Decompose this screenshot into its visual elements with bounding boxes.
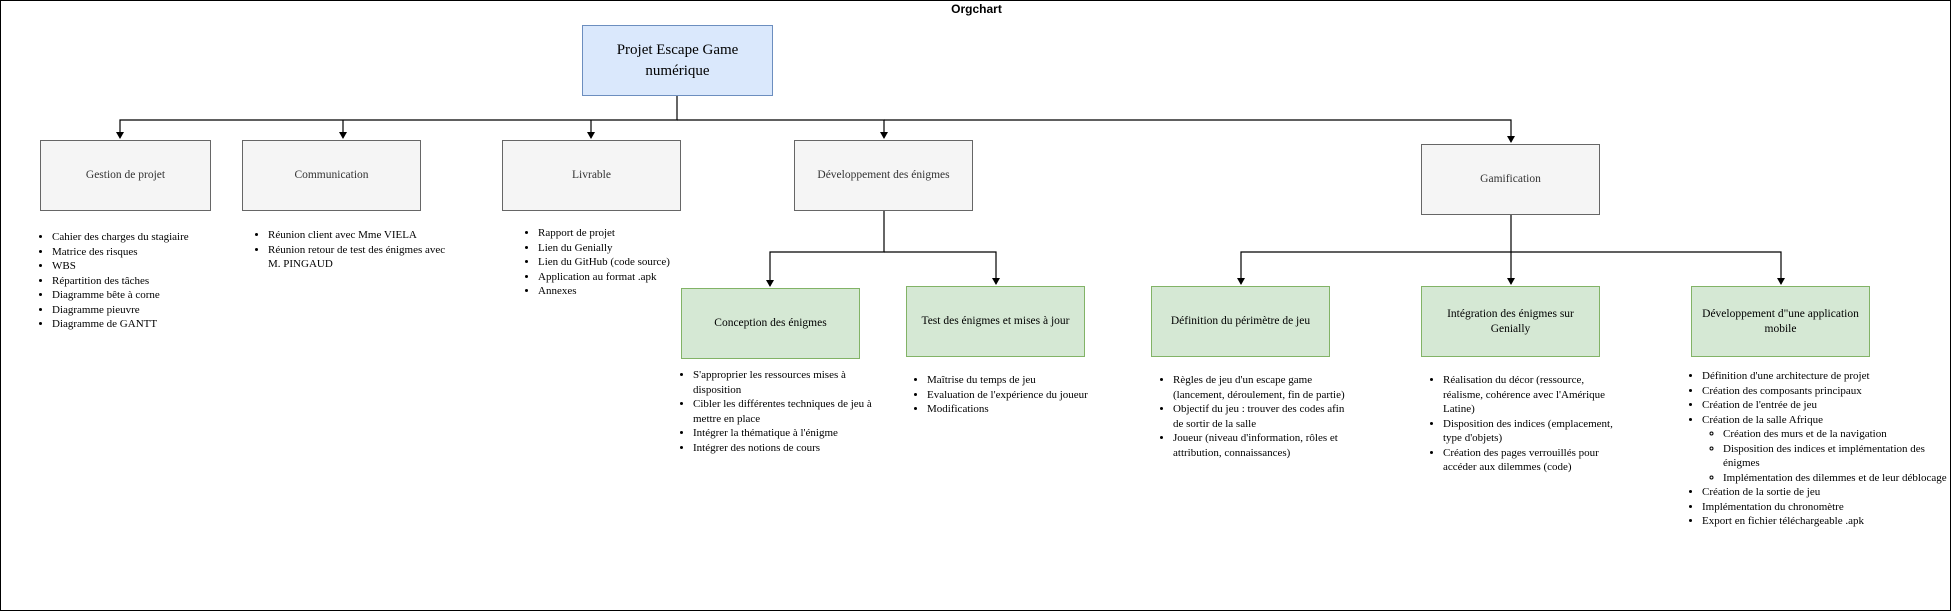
edge-gam-mobile [1511,251,1785,285]
list-item: Lien du GitHub (code source) [538,255,699,270]
node-label: Communication [294,169,369,182]
list-application-mobile: Définition d'une architecture de projet … [1683,369,1948,529]
list-integration: Réalisation du décor (ressource, réalism… [1424,373,1624,475]
node-livrable: Livrable [502,140,681,211]
list-item-with-sublist: Création de la salle Afrique Création de… [1702,413,1948,486]
list-item: Création des composants principaux [1702,384,1948,399]
sub-list-item: Disposition des indices et implémentatio… [1723,442,1948,471]
node-label: Gamification [1480,173,1541,186]
list-item: Lien du Genially [538,241,699,256]
node-label: Développement d"une application mobile [1702,307,1859,335]
list-livrable: Rapport de projet Lien du Genially Lien … [519,226,699,299]
node-definition-du-perimetre: Définition du périmètre de jeu [1151,286,1330,357]
node-label: Définition du périmètre de jeu [1170,315,1311,328]
list-communication: Réunion client avec Mme VIELA Réunion re… [249,228,449,272]
edge-dev-conception [766,211,885,287]
list-item: Intégrer des notions de cours [693,441,874,456]
list-item: Intégrer la thématique à l'énigme [693,426,874,441]
list-item: Matrice des risques [52,245,223,260]
node-integration-genially: Intégration des énigmes sur Genially [1421,286,1600,357]
list-item: Diagramme pieuvre [52,303,223,318]
list-item: Objectif du jeu : trouver des codes afin… [1173,402,1350,431]
node-label: Développement des énigmes [817,169,950,182]
list-item: Annexes [538,284,699,299]
list-item: Règles de jeu d'un escape game (lancemen… [1173,373,1350,402]
list-item: Cibler les différentes techniques de jeu… [693,397,874,426]
list-item: Répartition des tâches [52,274,223,289]
edge-root-gestion [116,96,678,139]
edge-dev-test [884,251,1000,285]
node-communication: Communication [242,140,421,211]
list-conception: S'approprier les ressources mises à disp… [674,368,874,455]
list-item: Maîtrise du temps de jeu [927,373,1118,388]
node-label: Gestion de projet [85,169,166,182]
node-gestion-de-projet: Gestion de projet [40,140,211,211]
node-label: Test des énigmes et mises à jour [921,315,1070,328]
list-item: Export en fichier téléchargeable .apk [1702,514,1948,529]
root-node-label: Projet Escape Game numérique [616,42,739,79]
edge-root-gamification [884,119,1515,143]
root-node: Projet Escape Game numérique [582,25,773,96]
list-item: Implémentation du chronomètre [1702,500,1948,515]
list-perimetre: Règles de jeu d'un escape game (lancemen… [1154,373,1350,460]
list-item: Réalisation du décor (ressource, réalism… [1443,373,1624,417]
list-item: Réunion retour de test des énigmes avec … [268,243,449,272]
sub-list-item: Implémentation des dilemmes et de leur d… [1723,471,1948,486]
list-item: Diagramme de GANTT [52,317,223,332]
list-item: Cahier des charges du stagiaire [52,230,223,245]
edge-gam-perimetre [1237,215,1512,285]
list-item: Modifications [927,402,1118,417]
list-item-label: Création de la salle Afrique [1702,413,1823,426]
list-item: Création de la sortie de jeu [1702,485,1948,500]
list-item: Diagramme bête à corne [52,288,223,303]
list-item: Joueur (niveau d'information, rôles et a… [1173,431,1350,460]
list-item: Création de l'entrée de jeu [1702,398,1948,413]
diagram-title: Orgchart [951,2,1002,16]
list-gestion-de-projet: Cahier des charges du stagiaire Matrice … [33,230,223,332]
list-item: WBS [52,259,223,274]
sub-list-item: Création des murs et de la navigation [1723,427,1948,442]
node-developpement-des-enigmes: Développement des énigmes [794,140,973,211]
node-application-mobile: Développement d"une application mobile [1691,286,1870,357]
list-test: Maîtrise du temps de jeu Evaluation de l… [908,373,1118,417]
list-item: Définition d'une architecture de projet [1702,369,1948,384]
node-label: Livrable [572,169,611,182]
list-item: Disposition des indices (emplacement, ty… [1443,417,1624,446]
edge-root-developpement [677,119,888,139]
list-item: Application au format .apk [538,270,699,285]
list-item: S'approprier les ressources mises à disp… [693,368,874,397]
node-test-des-enigmes: Test des énigmes et mises à jour [906,286,1085,357]
list-item: Rapport de projet [538,226,699,241]
list-item: Réunion client avec Mme VIELA [268,228,449,243]
node-label: Conception des énigmes [714,317,827,330]
node-conception-des-enigmes: Conception des énigmes [681,288,860,359]
node-label: Intégration des énigmes sur Genially [1447,307,1574,335]
node-gamification: Gamification [1421,144,1600,215]
list-item: Evaluation de l'expérience du joueur [927,388,1118,403]
list-item: Création des pages verrouillés pour accé… [1443,446,1624,475]
